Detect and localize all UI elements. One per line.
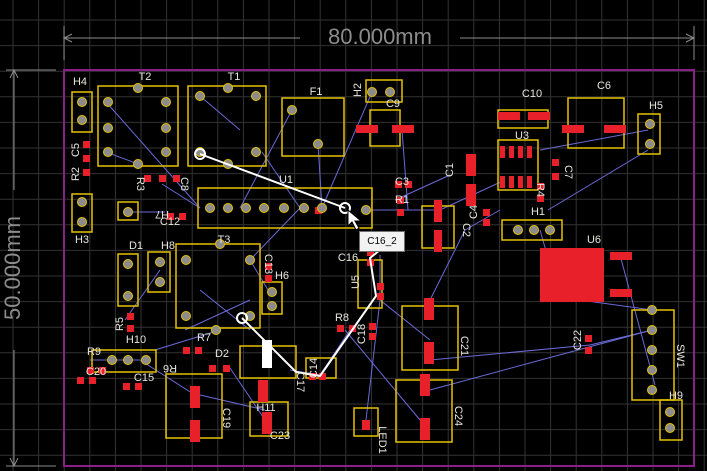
component-label-h4: H4 — [73, 76, 87, 88]
component-label-r9: R9 — [87, 346, 101, 358]
component-label-h9: H9 — [669, 390, 683, 402]
component-label-c21: C21 — [458, 336, 470, 356]
arrow-cursor-icon — [347, 208, 363, 231]
component-label-h8: H8 — [161, 240, 175, 252]
routed-trace[interactable] — [199, 153, 381, 378]
hover-tooltip: C16_2 — [359, 231, 405, 252]
trace-endpoint[interactable] — [194, 148, 206, 160]
component-label-c9: C9 — [386, 98, 400, 110]
component-label-c4: C4 — [468, 205, 480, 219]
component-label-h1: H1 — [531, 206, 545, 218]
component-label-h6: H6 — [275, 270, 289, 282]
component-label-c7: C7 — [562, 165, 574, 179]
board-outline[interactable] — [63, 69, 695, 467]
component-label-c20: C20 — [86, 366, 106, 378]
component-label-c19: C19 — [220, 408, 232, 428]
component-label-u3: U3 — [515, 130, 529, 142]
component-label-c1: C1 — [444, 163, 456, 177]
through-hole-pads — [77, 83, 675, 433]
trace-endpoint[interactable] — [236, 312, 248, 324]
component-label-u5: U5 — [350, 275, 362, 289]
component-label-r1: R1 — [395, 194, 409, 206]
component-label-c6: C6 — [597, 80, 611, 92]
component-label-c22: C22 — [572, 330, 584, 350]
component-label-c17: C17 — [294, 372, 306, 392]
component-label-c15: C15 — [134, 372, 154, 384]
component-label-r4: R4 — [534, 183, 546, 197]
component-label-h10: H10 — [126, 334, 146, 346]
component-label-c3: C3 — [395, 176, 409, 188]
component-label-r7: R7 — [197, 332, 211, 344]
component-label-u1: U1 — [279, 174, 293, 186]
component-label-c8: C8 — [178, 177, 190, 191]
width-dimension — [62, 26, 696, 60]
component-label-c2: C2 — [460, 223, 472, 237]
component-label-h2: H2 — [352, 83, 364, 97]
component-label-h11: H11 — [256, 402, 275, 414]
height-dimension-label: 50.000mm — [0, 216, 25, 320]
component-label-r6: R6 — [163, 362, 177, 374]
component-label-r8: R8 — [335, 312, 349, 324]
component-label-t1: T1 — [228, 71, 241, 83]
component-label-c5: C5 — [70, 143, 82, 157]
component-label-t2: T2 — [139, 71, 152, 83]
ratsnest — [90, 91, 656, 421]
component-label-r3: R3 — [134, 177, 146, 191]
width-dimension-label: 80.000mm — [328, 24, 432, 49]
component-label-h3: H3 — [75, 234, 89, 246]
component-label-d2: D2 — [215, 348, 229, 360]
component-label-c24: C24 — [452, 406, 464, 426]
component-label-h5: H5 — [649, 100, 663, 112]
component-label-c23: C23 — [270, 430, 290, 442]
component-label-r2: R2 — [70, 167, 82, 181]
component-label-t3: T3 — [218, 234, 231, 246]
component-label-c12: C12 — [160, 216, 180, 228]
component-label-c10: C10 — [522, 88, 542, 100]
component-label-c16: C16 — [338, 252, 358, 264]
pads — [190, 112, 632, 442]
component-label-r5: R5 — [114, 317, 126, 331]
component-label-c14: C14 — [308, 358, 320, 378]
component-label-f1: F1 — [310, 86, 323, 98]
component-label-c18: C18 — [356, 324, 368, 344]
height-dimension — [6, 68, 56, 468]
component-label-sw1: SW1 — [674, 344, 686, 368]
component-label-c13: C13 — [262, 254, 274, 274]
component-label-led1: LED1 — [376, 426, 388, 454]
component-label-h7: H7 — [155, 208, 169, 220]
component-label-d1: D1 — [129, 240, 143, 252]
component-label-u6: U6 — [587, 234, 601, 246]
trace-endpoint[interactable] — [339, 202, 351, 214]
